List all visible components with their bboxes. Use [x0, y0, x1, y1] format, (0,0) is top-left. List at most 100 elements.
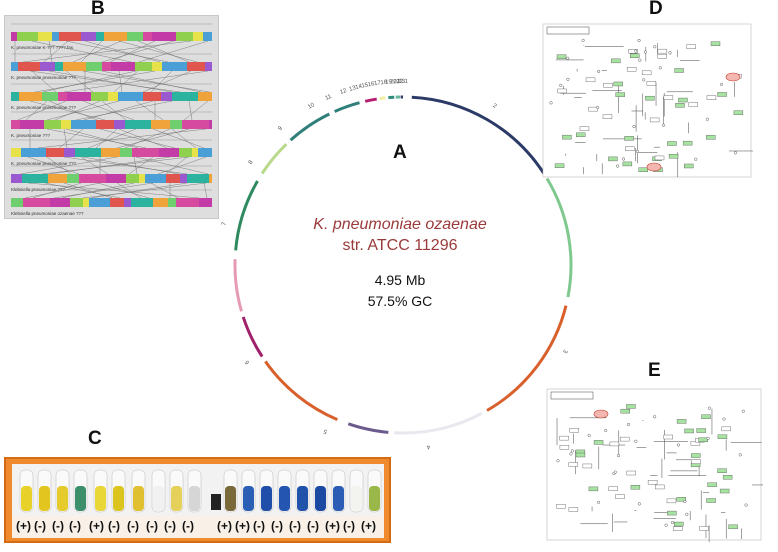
- tube-liquid: [189, 486, 200, 511]
- enzyme-box: [701, 415, 710, 419]
- enzyme-box: [684, 164, 693, 168]
- compound-node: [570, 453, 573, 456]
- enzyme-box: [699, 526, 708, 530]
- test-tube-photo: [12, 464, 384, 516]
- enzyme-box: [658, 49, 667, 53]
- enzyme-box: [708, 483, 717, 487]
- pathway-map-d: [541, 22, 753, 179]
- organism-name: K. pneumoniae ozaenae: [290, 216, 510, 234]
- compound-node: [614, 471, 617, 474]
- enzyme-box: [699, 438, 708, 442]
- contig-arc: [243, 317, 262, 357]
- enzyme-box: [569, 508, 578, 512]
- contig-arc: [262, 144, 286, 173]
- enzyme-box: [627, 67, 636, 71]
- tube-liquid: [171, 486, 182, 511]
- enzyme-box: [560, 445, 569, 449]
- contig-arc: [235, 259, 242, 311]
- contig-label: 7: [221, 221, 228, 226]
- test-tubes: [12, 464, 384, 516]
- enzyme-box: [697, 429, 706, 433]
- compound-node: [597, 70, 600, 73]
- enzyme-box: [580, 127, 589, 131]
- enzyme-box: [664, 435, 673, 439]
- enzyme-box: [667, 499, 676, 503]
- test-result-sign: (+): [235, 519, 250, 533]
- enzyme-box: [616, 93, 625, 97]
- tube-liquid: [113, 486, 124, 511]
- compound-node: [644, 51, 647, 54]
- tube-liquid: [333, 486, 344, 511]
- enzyme-box: [729, 525, 738, 529]
- enzyme-box: [683, 141, 692, 145]
- compound-node: [634, 50, 637, 53]
- contig-label: 11: [324, 94, 333, 102]
- map-title-box: [547, 27, 589, 34]
- enzyme-box: [603, 115, 612, 119]
- compound-node: [604, 429, 607, 432]
- enzyme-box: [674, 522, 683, 526]
- enzyme-box: [625, 147, 634, 151]
- genome-size: 4.95 Mb: [330, 272, 470, 288]
- compound-node: [617, 454, 620, 457]
- compound-node: [566, 57, 569, 60]
- highlighted-compound: [594, 410, 608, 418]
- enzyme-box: [667, 511, 676, 515]
- contig-arc: [335, 103, 360, 112]
- enzyme-box: [631, 485, 640, 489]
- tube-liquid: [75, 486, 86, 511]
- test-result-sign: (-): [271, 519, 283, 533]
- enzyme-box: [718, 92, 727, 96]
- tube-liquid: [153, 486, 164, 511]
- test-result-sign: (-): [289, 519, 301, 533]
- test-result-sign: (-): [108, 519, 120, 533]
- contig-arc: [394, 413, 482, 433]
- compound-node: [669, 52, 672, 55]
- enzyme-box: [718, 469, 727, 473]
- enzyme-box: [586, 78, 595, 82]
- compound-node: [662, 124, 665, 127]
- compound-node: [745, 504, 748, 507]
- enzyme-box: [560, 436, 569, 440]
- enzyme-box: [645, 96, 654, 100]
- contig-arc: [412, 97, 544, 173]
- tube-liquid: [243, 486, 254, 511]
- compound-node: [708, 407, 711, 410]
- enzyme-box: [639, 168, 648, 172]
- tube-rack-mark: [211, 494, 221, 510]
- enzyme-box: [609, 487, 618, 491]
- tube-liquid: [369, 486, 380, 511]
- contig-label: 5: [322, 427, 328, 434]
- tube-liquid: [21, 486, 32, 511]
- compound-node: [622, 158, 625, 161]
- compound-node: [671, 521, 674, 524]
- compound-node: [571, 450, 574, 453]
- enzyme-box: [692, 460, 701, 464]
- tube-liquid: [57, 486, 68, 511]
- compound-node: [627, 423, 630, 426]
- biochemical-tests-panel: (+)(-)(-)(-)(+)(-)(-)(-)(-)(-)(+)(+)(-)(…: [4, 457, 391, 543]
- enzyme-box: [691, 454, 700, 458]
- compound-node: [720, 83, 723, 86]
- enzyme-box: [678, 98, 687, 102]
- enzyme-box: [614, 82, 623, 86]
- compound-node: [694, 158, 697, 161]
- enzyme-box: [711, 42, 720, 46]
- compound-node: [638, 39, 641, 42]
- enzyme-box: [623, 162, 632, 166]
- compound-node: [638, 503, 641, 506]
- enzyme-box: [557, 55, 566, 59]
- compound-node: [596, 106, 599, 109]
- highlighted-compound: [726, 73, 740, 81]
- test-result-sign: (+): [89, 519, 104, 533]
- tube-liquid: [261, 486, 272, 511]
- compound-node: [734, 151, 737, 154]
- enzyme-box: [675, 103, 684, 107]
- compound-node: [707, 437, 710, 440]
- contig-label: 10: [307, 102, 316, 111]
- enzyme-box: [675, 69, 684, 73]
- compound-node: [557, 459, 560, 462]
- pathway-diagram-e: [545, 387, 763, 542]
- compound-node: [659, 66, 662, 69]
- test-result-sign: (-): [127, 519, 139, 533]
